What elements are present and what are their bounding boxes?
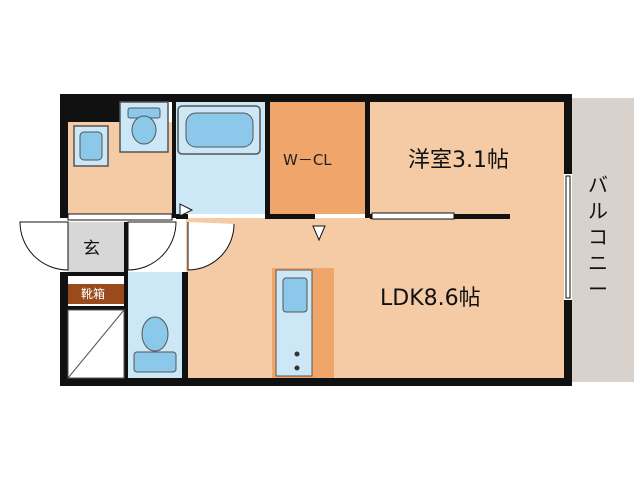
washbasin-bowl-icon <box>79 131 103 161</box>
sink-icon <box>282 277 308 313</box>
door-swings <box>19 221 235 271</box>
balcony-floor <box>572 98 634 382</box>
stove-burner-icon <box>294 365 300 371</box>
ldk-floor <box>186 218 564 378</box>
stove-burner-icon <box>294 351 300 357</box>
storage-diagonal <box>67 309 125 379</box>
shoe-box-label: 靴箱 <box>81 287 106 301</box>
sliding-door-tracks <box>67 175 571 299</box>
balcony-label: バルコニー <box>588 173 608 301</box>
door-marker-icon <box>179 203 194 217</box>
door-marker-icon <box>312 225 326 242</box>
ldk-label: LDK8.6帖 <box>380 286 481 311</box>
toilet-fixture-tank-icon <box>133 351 177 373</box>
walk-in-closet-label: W－CL <box>283 151 332 169</box>
toilet-bowl-icon <box>131 115 157 145</box>
walk-in-closet-floor <box>270 102 365 214</box>
toilet-fixture-bowl-icon <box>141 316 169 352</box>
bathtub-basin-icon <box>185 112 254 148</box>
shoe-box <box>68 284 124 304</box>
entrance-label: 玄 <box>83 239 100 259</box>
outer-walls <box>60 94 572 386</box>
entrance-floor <box>68 222 124 274</box>
western-room-label: 洋室3.1帖 <box>408 148 509 173</box>
western-room-floor <box>368 102 564 218</box>
